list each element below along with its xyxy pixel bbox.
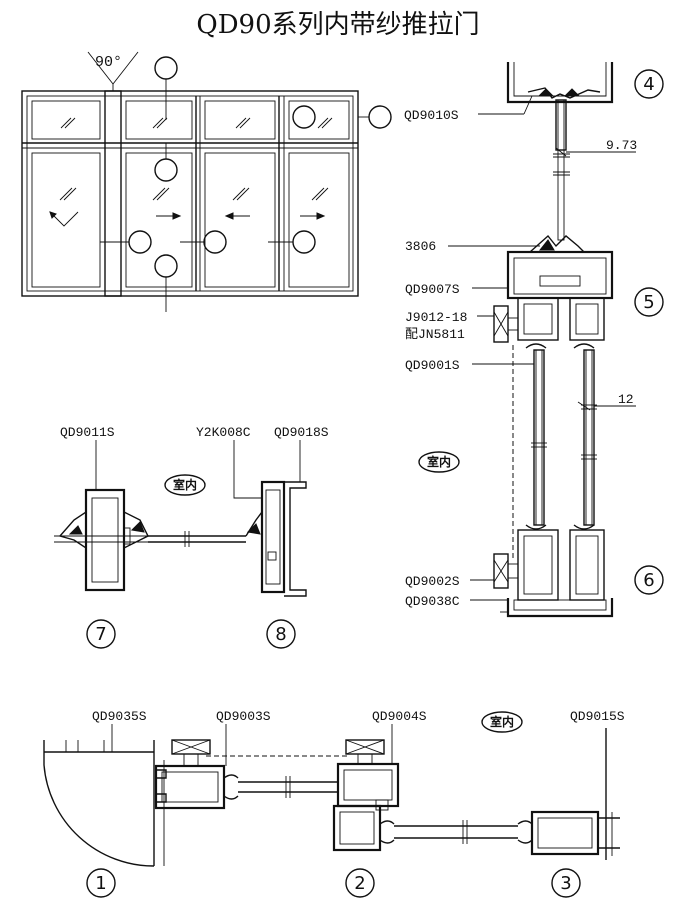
section-callouts (100, 56, 392, 312)
sliding-direction-arrows (156, 212, 326, 220)
indoor-tag-vertical (418, 451, 460, 473)
vertical-section: 9.73 12 QD9010S 3806 QD9007S J9012-18 配J… (404, 62, 664, 618)
marker-4: 4 (643, 74, 654, 95)
marker-3: 3 (560, 873, 571, 894)
svg-text:室内: 室内 (490, 714, 514, 729)
marker-7: 7 (95, 624, 106, 645)
svg-text:室内: 室内 (427, 454, 451, 469)
marker-5: 5 (643, 292, 654, 313)
marker-2: 2 (354, 873, 365, 894)
label-qd9038c: QD9038C (405, 594, 460, 609)
label-y2k008c: Y2K008C (196, 425, 251, 440)
bottom-section: QD9035S QD9003S QD9004S QD9015S 室内 1 2 3 (43, 709, 625, 898)
angle-label: 90° (95, 54, 122, 71)
label-qd9035s: QD9035S (92, 709, 147, 724)
indoor-tag-bottom (481, 711, 523, 733)
elevation-fixed-mullion (104, 90, 122, 297)
swing-open-symbol (49, 211, 79, 227)
label-qd9011s: QD9011S (60, 425, 115, 440)
dim-12: 12 (618, 392, 634, 407)
label-qd9018s: QD9018S (274, 425, 329, 440)
label-j9012-18: J9012-18 (405, 310, 467, 325)
elevation-outer-frame (21, 90, 359, 297)
marker-1: 1 (95, 873, 106, 894)
label-jn5811: 配JN5811 (405, 327, 465, 342)
label-qd9003s: QD9003S (216, 709, 271, 724)
svg-text:室内: 室内 (173, 477, 197, 492)
label-qd9002s: QD9002S (405, 574, 460, 589)
label-qd9004s: QD9004S (372, 709, 427, 724)
label-qd9010s: QD9010S (404, 108, 459, 123)
label-3806: 3806 (405, 239, 436, 254)
dim-9-73: 9.73 (606, 138, 637, 153)
indoor-tag-side (164, 474, 206, 496)
marker-8: 8 (275, 624, 286, 645)
label-qd9015s: QD9015S (570, 709, 625, 724)
swing-arc (43, 764, 155, 867)
marker-6: 6 (643, 570, 654, 591)
side-section: QD9011S Y2K008C QD9018S 室内 7 8 (54, 425, 329, 649)
label-qd9001s: QD9001S (405, 358, 460, 373)
drawing-title: QD90系列内带纱推拉门 (196, 10, 479, 40)
label-qd9007s: QD9007S (405, 282, 460, 297)
door-elevation: 90° (21, 51, 392, 312)
